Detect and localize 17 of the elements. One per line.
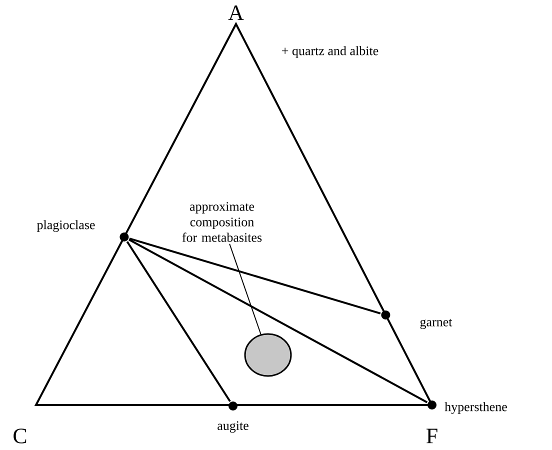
mineral-label: augite (218, 421, 248, 433)
point-marker (228, 401, 238, 410)
note-text: approximate composition for metabasites (182, 202, 262, 242)
point-marker (120, 232, 129, 242)
tie-line (129, 238, 381, 314)
vertex-label: F (426, 428, 438, 444)
vertex-label: A (228, 5, 244, 20)
tie-line (126, 241, 231, 402)
mineral-label: hypersthene (444, 402, 507, 414)
mineral-label: garnet (420, 318, 452, 330)
mineral-label: plagioclase (36, 220, 95, 232)
vertex-label: C (14, 428, 26, 444)
point-marker (381, 310, 390, 320)
point-marker (428, 400, 436, 410)
composition-ellipse (244, 333, 292, 377)
note-text: + quartz and albite (282, 46, 378, 58)
leader-line (229, 243, 262, 335)
